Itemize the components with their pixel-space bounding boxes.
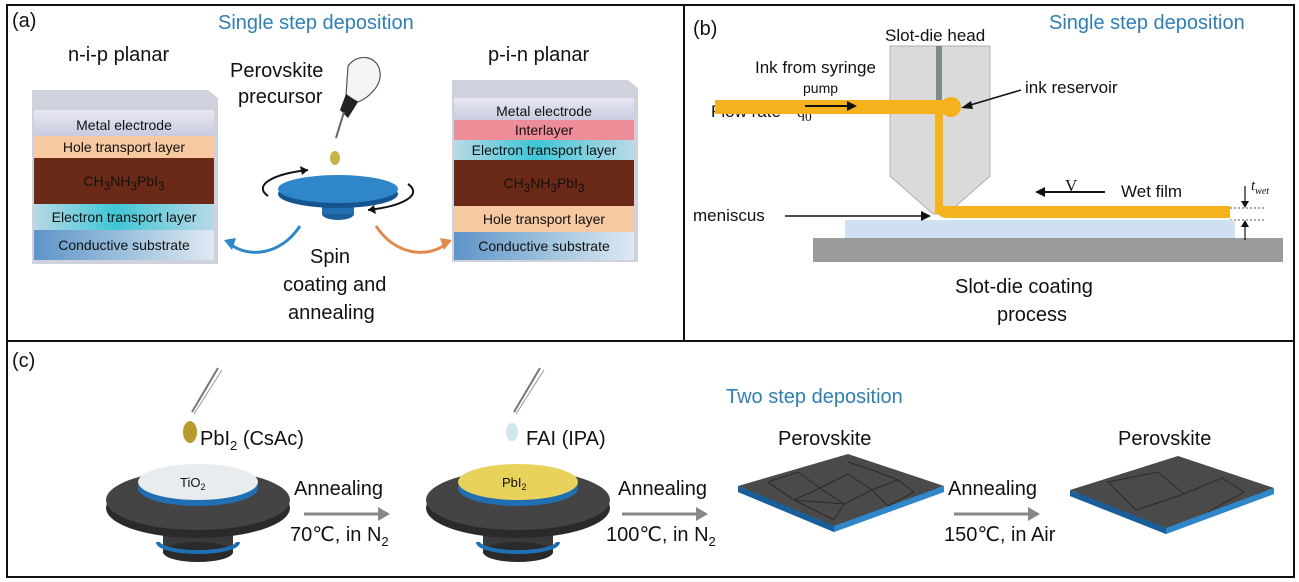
- wet-thickness-symbol: twet: [1251, 178, 1270, 197]
- nip-layer-etl: Electron transport layer: [34, 204, 214, 230]
- panel-b: (b) Single step deposition Slot-die head…: [683, 4, 1295, 342]
- meniscus-label: meniscus: [693, 206, 765, 225]
- disk-1-label: TiO2: [180, 475, 205, 492]
- velocity-symbol: V: [1065, 176, 1078, 195]
- nip-title: n-i-p planar: [68, 44, 170, 66]
- pin-layer-interlayer: Interlayer: [454, 120, 634, 140]
- annealing-3-title: Annealing: [948, 478, 1037, 500]
- pin-layer-etl: Electron transport layer: [454, 140, 634, 160]
- precursor-label-2: precursor: [238, 86, 323, 108]
- spin-coater-2: PbI2: [426, 464, 610, 562]
- fai-solution-label: FAI (IPA): [526, 428, 606, 450]
- nip-layer-perovskite: CH3NH3PbI3: [34, 158, 214, 204]
- panel-c-title: Two step deposition: [726, 386, 903, 408]
- perovskite-film-1: [738, 454, 944, 532]
- pipette-2-icon: [506, 367, 545, 441]
- pbi2-solution-label: PbI2 (CsAc): [200, 428, 304, 453]
- annealing-2-condition: 100℃, in N2: [606, 524, 716, 549]
- ink-source-label-2: pump: [803, 80, 839, 96]
- ink-reservoir-label: ink reservoir: [1025, 78, 1118, 97]
- annealing-1-condition: 70℃, in N2: [290, 524, 389, 549]
- pin-layer-perovskite: CH3NH3PbI3: [454, 160, 634, 206]
- perovskite-label-1: Perovskite: [778, 428, 872, 450]
- spin-coater-1: TiO2: [106, 464, 290, 562]
- pipette-hand-icon: [335, 56, 381, 139]
- slot-die-illustration: [715, 45, 1283, 262]
- panel-b-title: Single step deposition: [1049, 12, 1245, 34]
- panel-a: (a) Single step deposition n-i-p planar …: [6, 4, 685, 342]
- perovskite-label-2: Perovskite: [1118, 428, 1212, 450]
- annealing-1-title: Annealing: [294, 478, 383, 500]
- spin-coater-illustration: [224, 56, 452, 254]
- spin-label-1: Spin: [310, 246, 351, 268]
- annealing-2-title: Annealing: [618, 478, 707, 500]
- panel-a-title: Single step deposition: [218, 12, 414, 34]
- pin-layer-htl: Hole transport layer: [454, 206, 634, 232]
- panel-c: (c) Two step deposition PbI2 (CsAc) FAI …: [6, 340, 1295, 578]
- annealing-3-condition: 150℃, in Air: [944, 524, 1056, 546]
- slot-die-caption-1: Slot-die coating: [955, 276, 1093, 298]
- disk-2-label: PbI2: [502, 475, 527, 492]
- spin-label-3: annealing: [288, 302, 375, 324]
- wet-film-label: Wet film: [1121, 182, 1183, 201]
- nip-layer-substrate: Conductive substrate: [34, 230, 214, 260]
- nip-layer-metal: Metal electrode: [34, 110, 214, 136]
- slot-die-caption-2: process: [997, 304, 1068, 326]
- panel-a-label: (a): [12, 10, 37, 32]
- pin-layer-substrate: Conductive substrate: [454, 232, 634, 260]
- nip-layer-htl: Hole transport layer: [34, 136, 214, 158]
- panel-c-label: (c): [12, 350, 36, 372]
- two-step-illustration: TiO2 PbI2: [106, 367, 1274, 562]
- precursor-label-1: Perovskite: [230, 60, 324, 82]
- panel-b-label: (b): [693, 18, 718, 40]
- pin-title: p-i-n planar: [488, 44, 590, 66]
- spin-label-2: coating and: [283, 274, 387, 296]
- perovskite-film-2: [1070, 456, 1274, 534]
- slot-die-head-label: Slot-die head: [885, 26, 986, 45]
- precursor-drop-icon: [330, 151, 340, 165]
- ink-source-label-1: Ink from syringe: [755, 58, 876, 77]
- pipette-1-icon: [183, 367, 223, 443]
- pin-layer-metal: Metal electrode: [454, 98, 634, 120]
